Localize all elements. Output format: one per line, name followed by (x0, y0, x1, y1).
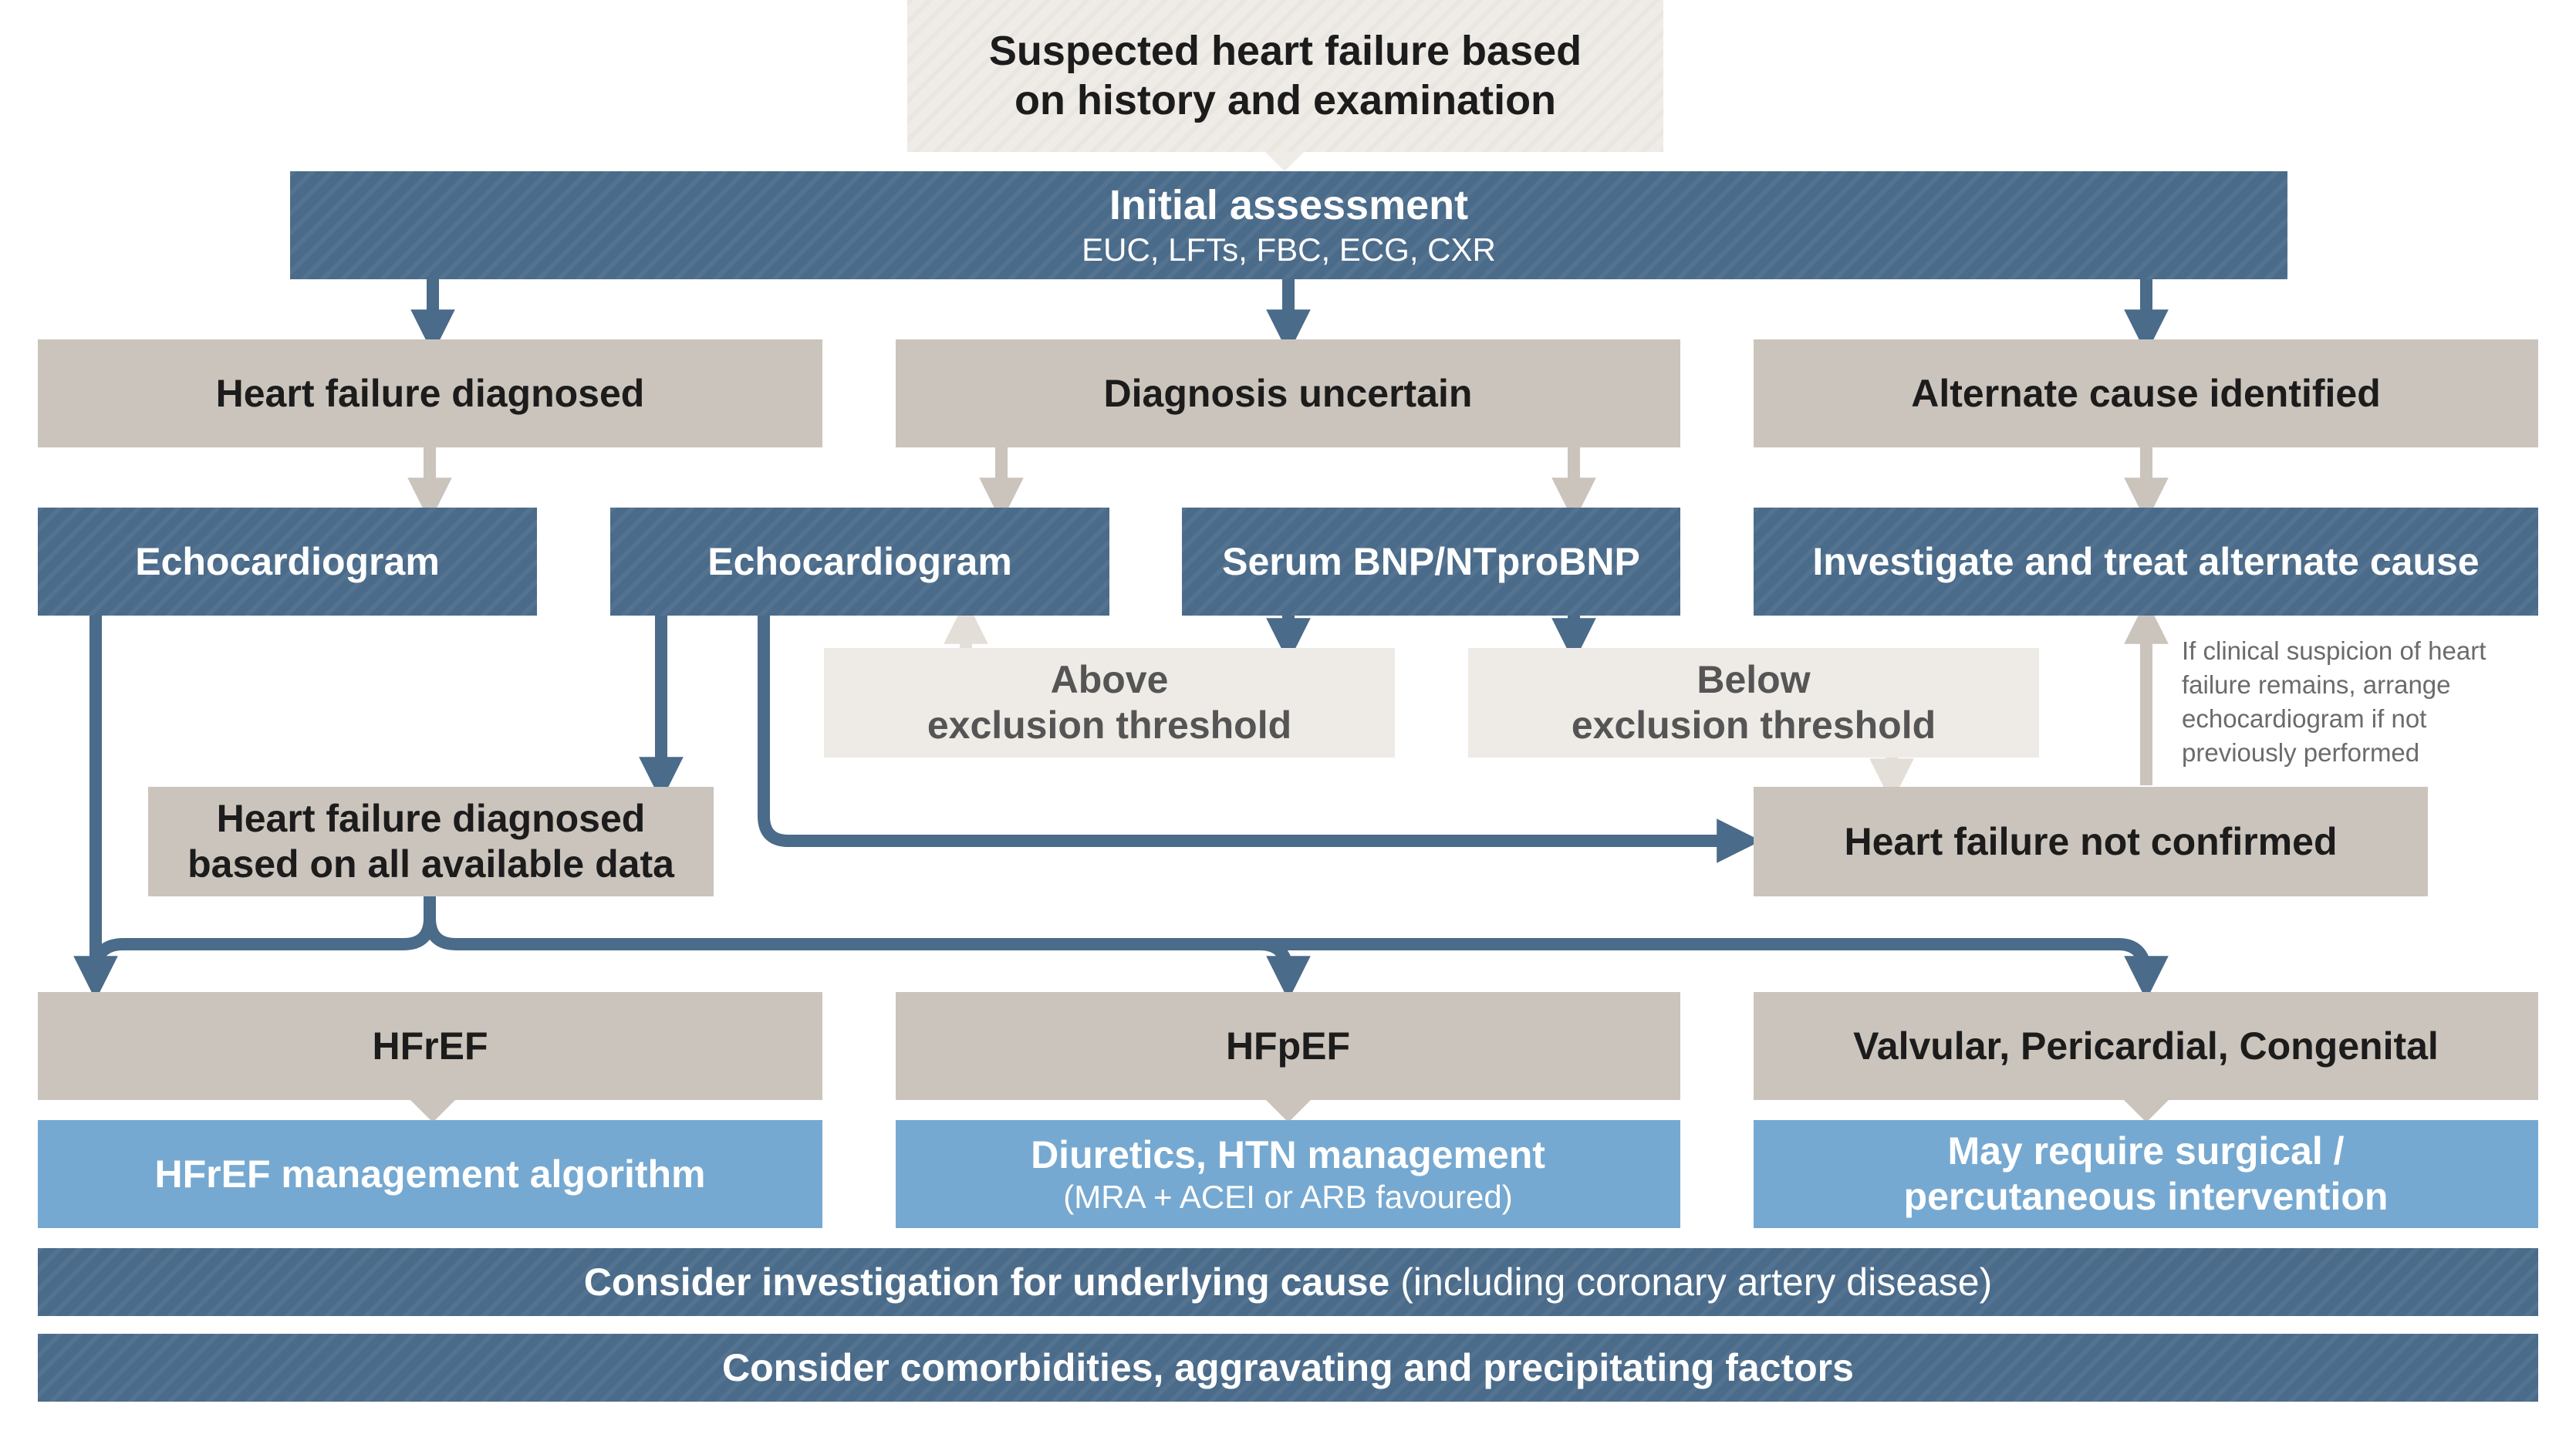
initial-assessment-box: Initial assessment EUC, LFTs, FBC, ECG, … (290, 171, 2287, 279)
above-threshold-box: Above exclusion threshold (824, 648, 1395, 758)
hfpef-management-sub: (MRA + ACEI or ARB favoured) (1063, 1178, 1513, 1215)
below-threshold-box: Below exclusion threshold (1468, 648, 2039, 758)
investigation-bar: Consider investigation for underlying ca… (38, 1248, 2538, 1316)
above-threshold-line2: exclusion threshold (927, 704, 1292, 747)
hfpef-management-title: Diuretics, HTN management (1031, 1132, 1545, 1176)
hf-not-confirmed-box: Heart failure not confirmed (1754, 787, 2428, 896)
pointer-hfref (409, 1098, 457, 1122)
note-line4: previously performed (2182, 737, 2420, 767)
clinical-suspicion-note: If clinical suspicion of heart failure r… (2182, 634, 2506, 770)
valvular-management-line2: percutaneous intervention (1903, 1175, 2389, 1218)
start-line2: on history and examination (1014, 76, 1557, 123)
initial-assessment-subtitle: EUC, LFTs, FBC, ECG, CXR (1082, 231, 1496, 268)
investigation-bold: Consider investigation for underlying ca… (583, 1260, 1390, 1304)
heart-failure-diagnosed-label: Heart failure diagnosed (215, 371, 645, 415)
echocardiogram-mid-box: Echocardiogram (610, 508, 1109, 616)
hf-not-confirmed-label: Heart failure not confirmed (1844, 819, 2338, 863)
valvular-label: Valvular, Pericardial, Congenital (1853, 1024, 2439, 1068)
initial-assessment-title: Initial assessment (1109, 182, 1469, 229)
hfpef-label: HFpEF (1225, 1024, 1351, 1068)
below-threshold-line2: exclusion threshold (1571, 704, 1936, 747)
hfref-box: HFrEF (38, 992, 822, 1100)
note-line1: If clinical suspicion of heart (2182, 636, 2487, 665)
start-box: Suspected heart failure based on history… (907, 0, 1663, 152)
echocardiogram-left-label: Echocardiogram (135, 539, 440, 583)
echocardiogram-left-box: Echocardiogram (38, 508, 537, 616)
serum-bnp-label: Serum BNP/NTproBNP (1222, 539, 1640, 583)
valvular-box: Valvular, Pericardial, Congenital (1754, 992, 2538, 1100)
echocardiogram-mid-label: Echocardiogram (707, 539, 1012, 583)
above-threshold-line1: Above (1050, 658, 1169, 701)
valvular-management-box: May require surgical / percutaneous inte… (1754, 1120, 2538, 1228)
heart-failure-diagnosed-box: Heart failure diagnosed (38, 339, 822, 447)
note-line2: failure remains, arrange (2182, 670, 2451, 699)
investigate-alternate-box: Investigate and treat alternate cause (1754, 508, 2538, 616)
valvular-management-line1: May require surgical / (1947, 1129, 2345, 1173)
hf-all-data-box: Heart failure diagnosed based on all ava… (148, 787, 714, 896)
hf-all-data-line1: Heart failure diagnosed (216, 797, 646, 840)
comorbidities-label: Consider comorbidities, aggravating and … (722, 1345, 1854, 1389)
below-threshold-line1: Below (1697, 658, 1811, 701)
alternate-cause-label: Alternate cause identified (1911, 371, 2381, 415)
hfref-management-box: HFrEF management algorithm (38, 1120, 822, 1228)
hf-all-data-line2: based on all available data (187, 842, 674, 886)
arrow-all-data-network (89, 895, 436, 973)
hfpef-box: HFpEF (896, 992, 1680, 1100)
investigate-alternate-label: Investigate and treat alternate cause (1812, 539, 2480, 583)
serum-bnp-box: Serum BNP/NTproBNP (1182, 508, 1680, 616)
hfpef-management-box: Diuretics, HTN management (MRA + ACEI or… (896, 1120, 1680, 1228)
hfref-label: HFrEF (372, 1024, 488, 1068)
alternate-cause-box: Alternate cause identified (1754, 339, 2538, 447)
diagnosis-uncertain-box: Diagnosis uncertain (896, 339, 1680, 447)
pointer-hfpef (1264, 1098, 1312, 1122)
note-line3: echocardiogram if not (2182, 704, 2427, 733)
pointer-valvular (2122, 1098, 2170, 1122)
start-line1: Suspected heart failure based (988, 27, 1582, 74)
start-pointer (1265, 152, 1304, 171)
investigation-normal: (including coronary artery disease) (1389, 1260, 1993, 1304)
arrow-to-valvular (1261, 938, 2169, 1001)
hfref-management-label: HFrEF management algorithm (154, 1152, 706, 1196)
comorbidities-bar: Consider comorbidities, aggravating and … (38, 1334, 2538, 1402)
arrow-to-hfpef (424, 895, 1311, 1001)
arrow-echo-to-not-confirmed (758, 616, 1761, 863)
diagnosis-uncertain-label: Diagnosis uncertain (1103, 371, 1473, 415)
